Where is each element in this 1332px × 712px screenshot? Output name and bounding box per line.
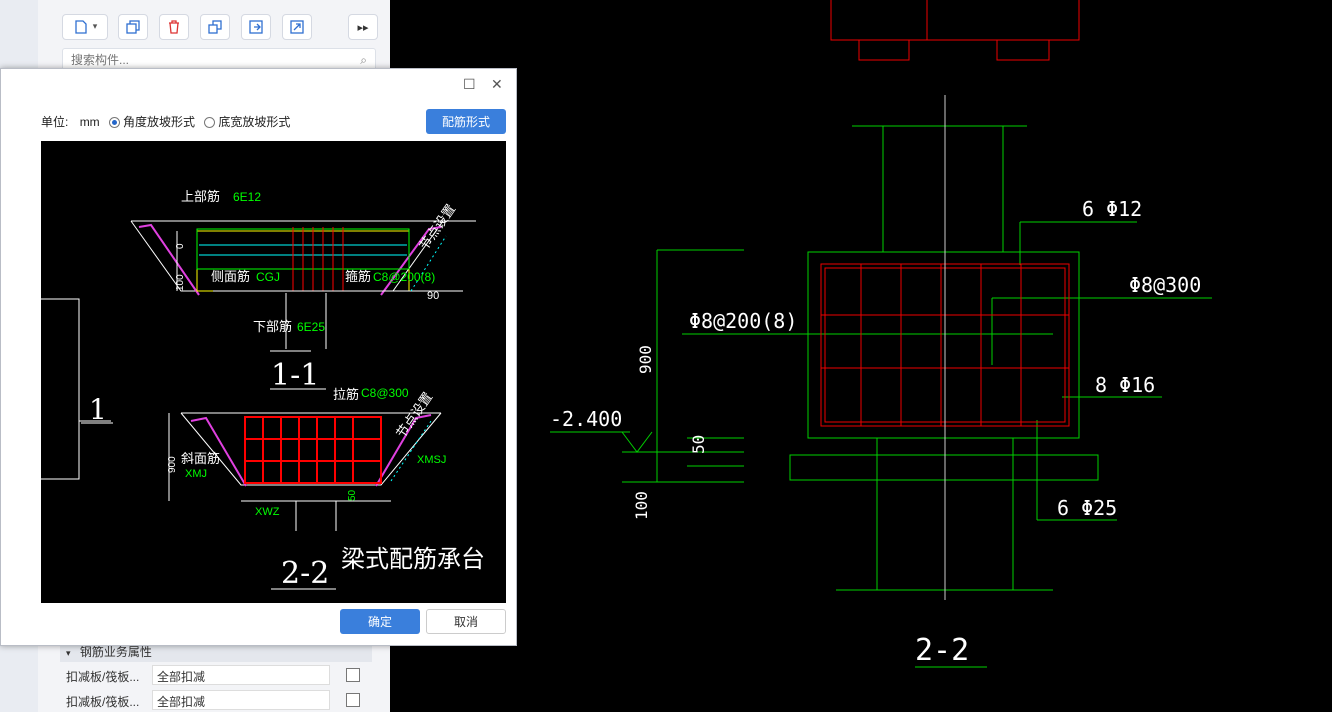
cancel-button[interactable]: 取消 <box>426 609 506 634</box>
bottom-rebar-label: 下部筋 <box>253 319 292 334</box>
cad-label-6phi25: 6 Φ25 <box>1057 496 1117 520</box>
dim-100: 100 <box>175 274 186 291</box>
duplicate-button[interactable] <box>200 14 230 40</box>
stirrup-label: 箍筋 <box>345 269 371 284</box>
rebar-style-button[interactable]: 配筋形式 <box>426 109 506 134</box>
import-icon <box>249 20 263 34</box>
cad-canvas[interactable]: 6 Φ12 Φ8@300 Φ8@200(8) 8 Φ16 6 Φ25 -2.40… <box>517 0 1332 712</box>
cad-label-phi8-300: Φ8@300 <box>1129 273 1201 297</box>
property-row: 扣减板/筏板... 全部扣减 <box>60 690 380 712</box>
layers-icon <box>208 20 222 34</box>
unit-value: mm <box>79 115 100 129</box>
copy-icon <box>126 20 140 34</box>
side-rebar-spec: CGJ <box>256 270 280 284</box>
cad-label-8phi16: 8 Φ16 <box>1095 373 1155 397</box>
search-input[interactable] <box>63 50 349 70</box>
import-button[interactable] <box>241 14 271 40</box>
cad-label-6phi12: 6 Φ12 <box>1082 197 1142 221</box>
property-section-title: 钢筋业务属性 <box>79 645 152 659</box>
preview-title: 梁式配筋承台 <box>341 546 485 573</box>
stirrup-spec: C8@200(8) <box>373 270 435 284</box>
dim-50-preview: 50 <box>347 489 358 501</box>
section-1-1-label: 1-1 <box>271 358 319 393</box>
dim-90: 90 <box>427 290 439 302</box>
radio-angle-slope[interactable]: 角度放坡形式 <box>109 115 195 129</box>
cad-dim-900: 900 <box>636 345 655 374</box>
cad-label-phi8-200: Φ8@200(8) <box>689 309 797 333</box>
node-setting-label-1: 节点设置 <box>416 202 458 253</box>
property-value[interactable]: 全部扣减 <box>152 690 330 710</box>
export-button[interactable] <box>282 14 312 40</box>
trash-icon <box>169 20 179 34</box>
maximize-icon[interactable]: ☐ <box>463 77 476 93</box>
slope-rebar-code: XMJ <box>185 468 207 480</box>
property-name: 扣减板/筏板... <box>66 695 140 709</box>
chevron-down-icon: ▾ <box>92 22 98 32</box>
delete-button[interactable] <box>159 14 189 40</box>
cad-section-label: 2-2 <box>915 633 969 668</box>
radio-angle-label: 角度放坡形式 <box>123 115 196 129</box>
slope-rebar-label: 斜面筋 <box>181 451 220 466</box>
export-icon <box>290 20 304 34</box>
radio-angle-icon <box>109 117 121 128</box>
top-rebar-spec: 6E12 <box>233 190 261 204</box>
left-section-label: 1 <box>89 393 107 426</box>
new-file-icon <box>75 20 87 34</box>
new-component-button[interactable]: ▾ <box>62 14 108 40</box>
tie-rebar-spec: C8@300 <box>361 386 409 400</box>
radio-width-slope[interactable]: 底宽放坡形式 <box>204 115 290 129</box>
cad-label-elevation: -2.400 <box>550 407 622 431</box>
dim-900-preview: 900 <box>167 456 178 473</box>
property-name: 扣减板/筏板... <box>66 670 140 684</box>
search-icon: ⌕ <box>360 53 367 67</box>
property-section-header[interactable]: ▾ 钢筋业务属性 <box>60 642 372 662</box>
radio-width-icon <box>204 117 216 128</box>
more-button[interactable]: ▸▸ <box>348 14 378 40</box>
dim-0: 0 <box>175 243 186 249</box>
property-checkbox[interactable] <box>346 668 360 682</box>
copy-button[interactable] <box>118 14 148 40</box>
pile-cap-dialog: ☐ ✕ 单位: mm 角度放坡形式 底宽放坡形式 配筋形式 <box>0 68 517 646</box>
unit-row: 单位: mm 角度放坡形式 底宽放坡形式 <box>41 113 290 130</box>
bottom-rebar-spec: 6E25 <box>297 320 325 334</box>
top-rebar-label: 上部筋 <box>181 189 220 204</box>
close-icon[interactable]: ✕ <box>491 77 503 93</box>
collapse-icon: ▾ <box>66 648 71 658</box>
section-2-2-label: 2-2 <box>281 556 329 591</box>
unit-label: 单位: <box>41 115 69 129</box>
xwz-label: XWZ <box>255 506 280 518</box>
property-row: 扣减板/筏板... 全部扣减 <box>60 665 380 687</box>
rebar-preview: 上部筋 6E12 侧面筋 CGJ 箍筋 C8@200(8) 下部筋 6E25 节… <box>41 141 506 603</box>
tie-rebar-label: 拉筋 <box>333 387 359 402</box>
xmsj-label: XMSJ <box>417 454 446 466</box>
cad-dim-50: 50 <box>689 435 708 454</box>
side-rebar-label: 侧面筋 <box>211 269 250 284</box>
radio-width-label: 底宽放坡形式 <box>218 115 291 129</box>
property-value[interactable]: 全部扣减 <box>152 665 330 685</box>
property-checkbox[interactable] <box>346 693 360 707</box>
cad-dim-100: 100 <box>632 491 651 520</box>
ok-button[interactable]: 确定 <box>340 609 420 634</box>
double-chevron-right-icon: ▸▸ <box>357 20 369 34</box>
